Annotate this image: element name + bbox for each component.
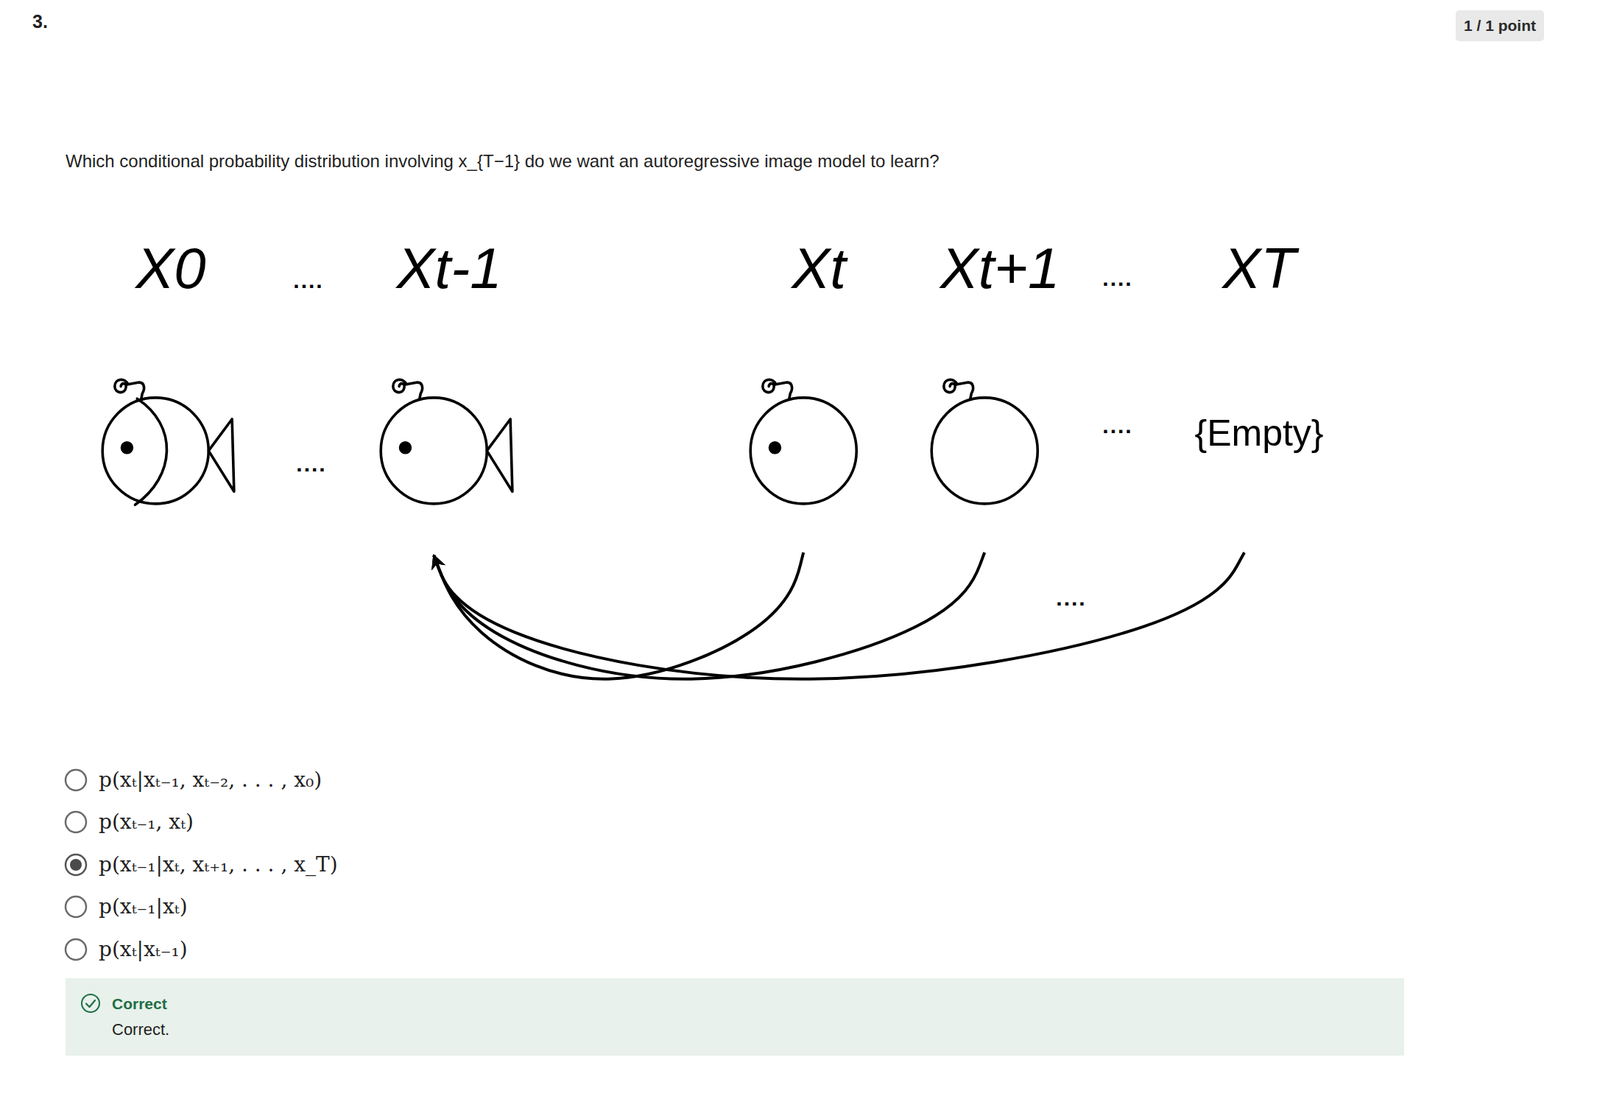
answer-option: p(xₜ₋₁, xₜ) [98,809,194,835]
state-label: Xt+1 [923,235,1077,301]
radio-dot [69,858,82,871]
empty-state: XT {Empty} [1182,235,1336,553]
fish-state: Xt [742,235,896,553]
ellipsis: .... [295,452,327,475]
ellipsis: .... [1055,586,1087,609]
state-label: X0 [94,235,248,301]
fish-antenna [114,379,145,399]
fish-state: Xt+1 [923,235,1077,553]
fish-eye [400,442,411,453]
feedback-panel: CorrectCorrect. [65,977,1405,1056]
fish-tail [486,418,513,492]
fish-drawing [372,374,526,512]
radio-button [65,938,87,960]
radio-button-selected [65,854,87,875]
question-number: 3. [32,10,48,33]
radio-button [65,811,87,833]
fish-drawing [94,374,248,512]
fish-antenna [943,379,974,399]
fish-antenna [762,379,793,399]
answer-option: p(xₜ₋₁|xₜ) [98,893,188,919]
feedback-message: Correct. [111,1018,1390,1041]
dependency-arrow [433,552,1245,679]
question-text: Which conditional probability distributi… [65,150,940,173]
fish-body [750,397,857,504]
state-label: Xt-1 [372,235,526,301]
fish-drawing [923,374,1077,512]
radio-button [65,896,87,917]
fish-antenna [393,379,423,399]
fish-body [931,397,1038,504]
fish-drawing [742,374,896,512]
fish-eye [770,442,781,453]
check-icon [80,992,101,1014]
radio-button [65,769,87,791]
fish-state: X0 [94,235,248,553]
answer-option: p(xₜ|xₜ₋₁, xₜ₋₂, . . . , x₀) [98,767,322,793]
dependency-arrow [433,552,985,679]
state-content: {Empty} [1182,410,1336,456]
answer-option: p(xₜ₋₁|xₜ, xₜ₊₁, . . . , x_T) [98,851,338,877]
ellipsis: .... [1102,414,1133,437]
score-text: 1 / 1 point [1463,16,1536,36]
fish-tail [208,418,235,492]
dependency-arrow [433,552,804,679]
fish-body [380,397,487,504]
ellipsis: .... [293,269,324,292]
state-label: XT [1182,235,1336,301]
answer-option: p(xₜ|xₜ₋₁) [98,936,188,962]
fish-eye [122,442,133,453]
fish-state: Xt-1 [372,235,526,553]
ellipsis: .... [1102,267,1133,290]
score-badge: 1 / 1 point [1455,10,1545,42]
state-label: Xt [742,235,896,301]
feedback-status: Correct [111,992,1390,1015]
fish-gill [135,398,168,505]
